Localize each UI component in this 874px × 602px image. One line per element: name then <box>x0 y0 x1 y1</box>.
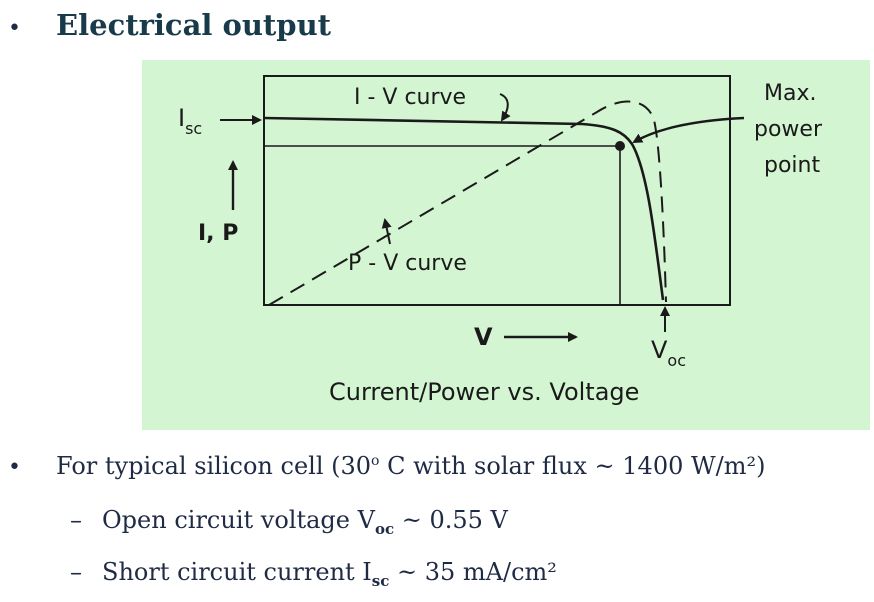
sub-bullet-voc: –Open circuit voltage Voc ~ 0.55 V <box>70 506 508 538</box>
isc-subscript: sc <box>371 571 390 590</box>
isc-text: Short circuit current I <box>102 558 372 586</box>
dash-icon: – <box>70 558 82 586</box>
iv-curve <box>263 116 665 301</box>
sub-bullet-isc: –Short circuit current Isc ~ 35 mA/cm² <box>70 558 557 590</box>
dash-icon: – <box>70 506 82 534</box>
isc-value: ~ 35 mA/cm² <box>389 558 557 586</box>
bullet-icon: • <box>8 455 21 480</box>
pv-curve <box>268 100 667 306</box>
bullet-typical-cell: • For typical silicon cell (30o C with so… <box>8 452 765 480</box>
voc-subscript: oc <box>374 519 395 538</box>
degree-superscript: o <box>371 453 380 469</box>
pv-label-arrow <box>381 218 392 245</box>
mpp-label-line2: power <box>754 117 823 142</box>
iv-curve-label: I - V curve <box>354 85 466 110</box>
typical-cell-text-b: C with solar flux ~ 1400 W/m²) <box>379 452 766 480</box>
ip-axis-label: I, P <box>198 221 238 246</box>
voc-label: Voc <box>651 336 686 370</box>
diagram-caption: Current/Power vs. Voltage <box>329 378 639 406</box>
voc-value: ~ 0.55 V <box>394 506 508 534</box>
heading-text: Electrical output <box>56 8 332 42</box>
section-heading: • Electrical output <box>8 8 331 42</box>
mpp-dot <box>615 141 625 151</box>
v-axis-label: V <box>474 323 493 351</box>
mpp-label-line3: point <box>764 153 820 178</box>
plot-frame <box>263 75 731 306</box>
typical-cell-text-a: For typical silicon cell (30 <box>56 452 372 480</box>
iv-label-arrow <box>499 93 511 122</box>
pv-curve-label: P - V curve <box>348 251 467 276</box>
iv-diagram: I - V curve P - V curve Isc I, P V Voc M… <box>178 75 823 406</box>
iv-diagram-panel: I - V curve P - V curve Isc I, P V Voc M… <box>142 60 870 430</box>
mpp-arrow <box>632 116 745 144</box>
mpp-label-line1: Max. <box>764 81 816 106</box>
voc-text: Open circuit voltage V <box>102 506 375 534</box>
bullet-icon: • <box>8 16 21 41</box>
isc-label: Isc <box>178 104 202 138</box>
